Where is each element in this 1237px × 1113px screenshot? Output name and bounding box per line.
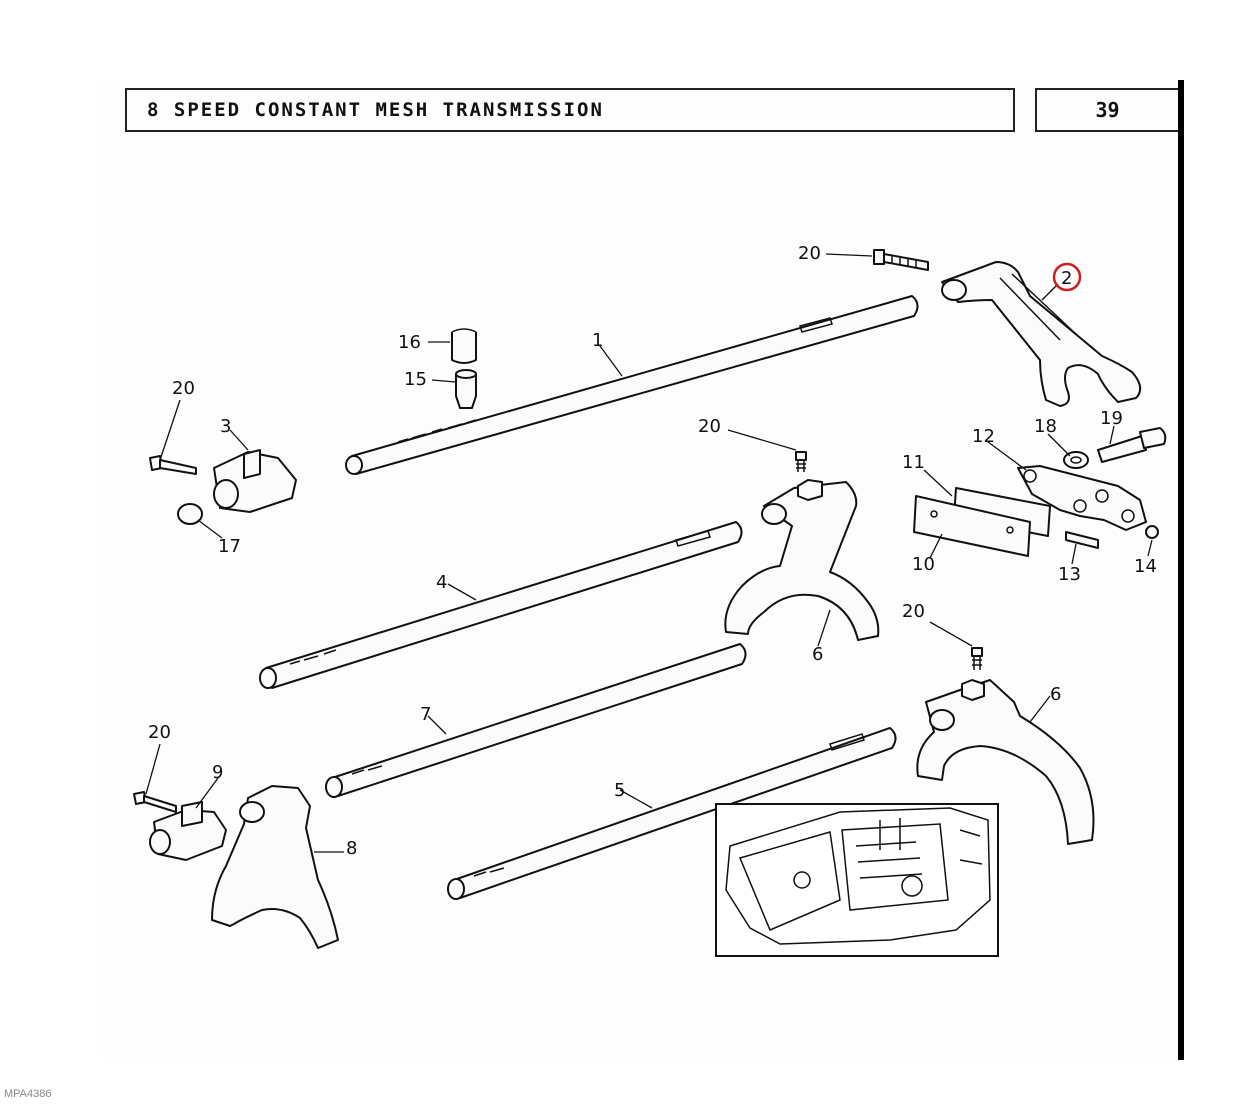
callout-12: 12 xyxy=(972,426,995,447)
bolt-19[interactable] xyxy=(1097,427,1167,463)
shift-fork-6-lower[interactable] xyxy=(916,679,1095,845)
plunger-15[interactable] xyxy=(455,369,477,409)
callout-labels: 20 2 16 1 15 20 3 17 20 12 18 19 11 10 1… xyxy=(148,243,1157,859)
callout-20-lower-right: 20 xyxy=(902,601,925,622)
callout-8: 8 xyxy=(346,838,357,859)
page-title: 8 SPEED CONSTANT MESH TRANSMISSION xyxy=(147,99,604,121)
pin-17[interactable] xyxy=(177,503,203,525)
selector-block-9[interactable] xyxy=(149,801,227,861)
selector-rod-4[interactable] xyxy=(259,521,743,689)
callout-6-middle: 6 xyxy=(812,644,823,665)
callout-1: 1 xyxy=(592,330,603,351)
screw-20-top[interactable] xyxy=(873,249,929,271)
screw-20-lower-left[interactable] xyxy=(133,791,177,813)
callout-13: 13 xyxy=(1058,564,1081,585)
screw-20-middle[interactable] xyxy=(795,451,807,472)
callout-4: 4 xyxy=(436,572,447,593)
callout-2: 2 xyxy=(1061,268,1072,289)
title-box: 8 SPEED CONSTANT MESH TRANSMISSION xyxy=(125,88,1015,132)
callout-7: 7 xyxy=(420,704,431,725)
page-number: 39 xyxy=(1095,98,1120,122)
screw-20-left-top[interactable] xyxy=(149,455,197,475)
callout-9: 9 xyxy=(212,762,223,783)
spring-16[interactable] xyxy=(451,328,477,364)
callout-15: 15 xyxy=(404,369,427,390)
selector-rod-1[interactable] xyxy=(345,295,919,475)
callout-6-lower: 6 xyxy=(1050,684,1061,705)
shift-fork-6-middle[interactable] xyxy=(724,479,880,641)
callout-5: 5 xyxy=(614,780,625,801)
shift-fork-8[interactable] xyxy=(211,785,339,949)
callout-16: 16 xyxy=(398,332,421,353)
interlock-12[interactable] xyxy=(1017,465,1147,531)
callout-3: 3 xyxy=(220,416,231,437)
leader-lines xyxy=(145,253,1153,853)
callout-20-lower-left: 20 xyxy=(148,722,171,743)
callout-14: 14 xyxy=(1134,556,1157,577)
callout-18: 18 xyxy=(1034,416,1057,437)
callout-20-left-top: 20 xyxy=(172,378,195,399)
highlight-ring-part-2 xyxy=(1052,262,1082,292)
selector-block-3[interactable] xyxy=(213,449,297,513)
callout-20-top: 20 xyxy=(798,243,821,264)
transmission-housing-inset xyxy=(715,803,999,957)
ball-14[interactable] xyxy=(1145,525,1159,539)
shift-fork-2[interactable] xyxy=(941,261,1142,407)
page-edge-rule xyxy=(1178,80,1184,1060)
callout-17: 17 xyxy=(218,536,241,557)
callout-11: 11 xyxy=(902,452,925,473)
selector-rod-7[interactable] xyxy=(325,643,747,798)
page-number-box: 39 xyxy=(1035,88,1178,132)
screw-20-lower-right[interactable] xyxy=(971,647,983,670)
selector-rod-5[interactable] xyxy=(447,727,897,900)
callout-20-middle: 20 xyxy=(698,416,721,437)
callout-10: 10 xyxy=(912,554,935,575)
plate-10[interactable] xyxy=(913,495,1031,557)
reference-code: MPA4386 xyxy=(4,1088,52,1100)
callout-19: 19 xyxy=(1100,408,1123,429)
pin-13[interactable] xyxy=(1065,531,1099,549)
